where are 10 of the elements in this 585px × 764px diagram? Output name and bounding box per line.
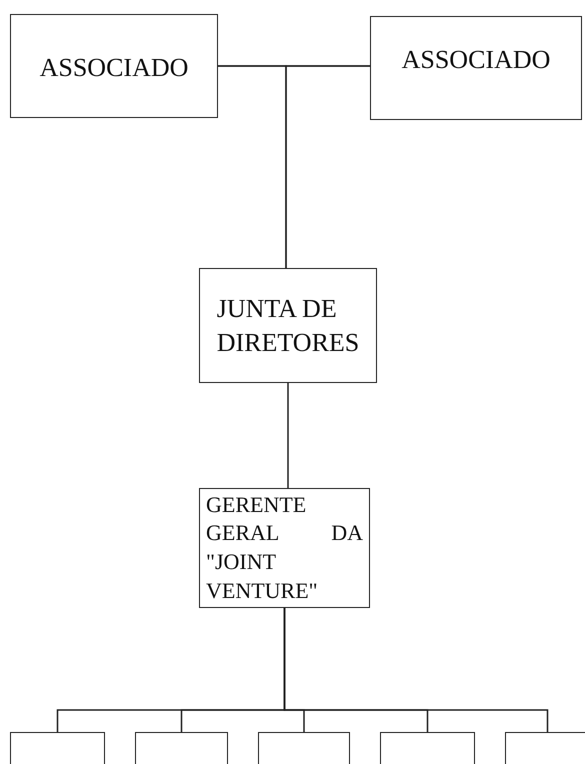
connector-line bbox=[284, 608, 548, 732]
connector-line bbox=[287, 383, 289, 488]
box-label: JUNTA DE DIRETORES bbox=[216, 292, 360, 358]
org-box bbox=[370, 16, 582, 120]
box-label: ASSOCIADO bbox=[402, 44, 550, 76]
org-box bbox=[199, 268, 377, 383]
box-label: ASSOCIADO bbox=[40, 52, 188, 84]
box-label: GERENTE GERAL DA "JOINT VENTURE" bbox=[206, 490, 363, 605]
connector-line bbox=[285, 65, 370, 268]
org-box bbox=[10, 14, 218, 118]
